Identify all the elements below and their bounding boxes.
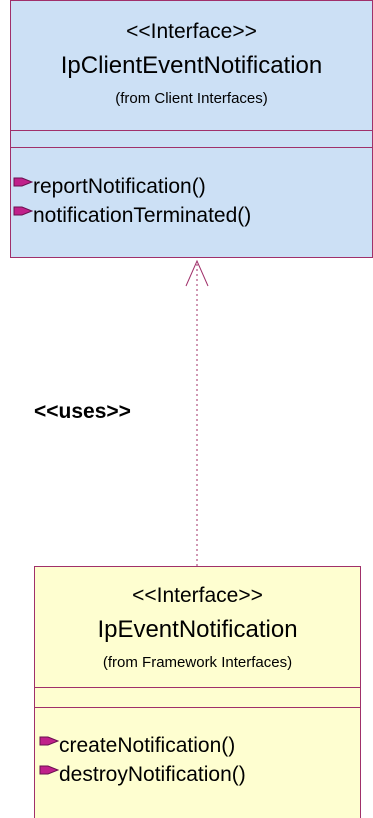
class-stereotype: <<Interface>> [132,584,263,607]
attributes-compartment [35,687,360,707]
operation-row[interactable]: reportNotification() [13,172,372,201]
class-name: IpClientEventNotification [60,52,323,79]
class-package: (from Client Interfaces) [115,90,268,107]
operations-compartment: createNotification() destroyNotification… [35,707,360,789]
class-stereotype: <<Interface>> [126,20,257,43]
ip-event-notification-class[interactable]: <<Interface>> IpEventNotification (from … [34,566,361,818]
operation-label: createNotification() [59,734,236,757]
operation-row[interactable]: notificationTerminated() [13,201,372,230]
ip-client-event-notification-class[interactable]: <<Interface>> IpClientEventNotification … [10,0,373,258]
class-header: <<Interface>> IpEventNotification (from … [35,567,360,687]
operation-diamond-icon [13,206,33,216]
operation-diamond-icon [13,177,33,187]
uses-relationship-label: <<uses>> [34,400,131,423]
operation-label: reportNotification() [33,175,206,198]
class-header: <<Interface>> IpClientEventNotification … [11,1,372,130]
operations-compartment: reportNotification() notificationTermina… [11,147,372,230]
operation-diamond-icon [39,765,59,775]
class-package: (from Framework Interfaces) [102,654,293,671]
operation-diamond-icon [39,736,59,746]
operation-row[interactable]: destroyNotification() [39,760,360,789]
attributes-compartment [11,130,372,147]
operation-label: destroyNotification() [59,763,246,786]
dependency-arrowhead-icon [185,259,209,287]
operation-label: notificationTerminated() [33,204,252,227]
operation-row[interactable]: createNotification() [39,731,360,760]
class-name: IpEventNotification [97,616,298,643]
